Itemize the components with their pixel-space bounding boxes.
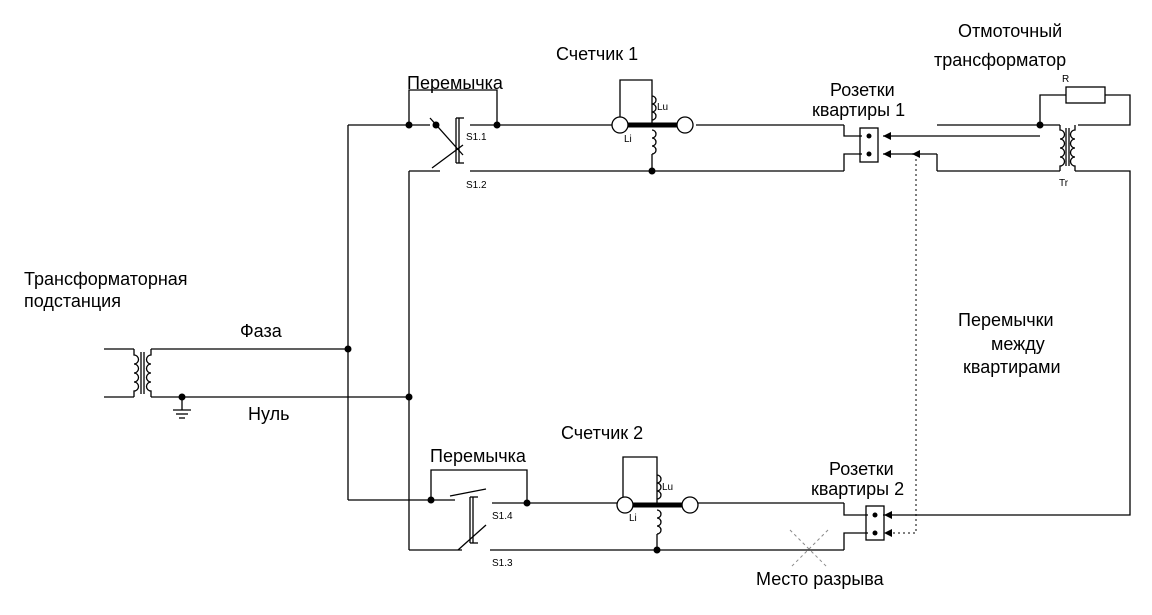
li2-label: Li [629,513,637,524]
r-label: R [1062,74,1069,85]
substation-label-2: подстанция [24,291,121,311]
substation-transformer-symbol [104,348,152,398]
meter-2-label: Счетчик 2 [561,423,643,443]
outlets-apartment-2 [843,503,892,550]
tr-label: Tr [1059,178,1069,189]
meter-2-symbol [616,456,699,554]
neutral-wire [151,171,413,550]
switch-s1-top [348,89,501,172]
inter-apartment-jumper [893,154,917,534]
winding-transformer-symbol [883,86,1131,516]
between-label-1: Перемычки [958,310,1054,330]
between-label-2: между [991,334,1045,354]
meter-1-label: Счетчик 1 [556,44,638,64]
li1-label: Li [624,134,632,145]
between-label-3: квартирами [963,357,1061,377]
outlets-1-label-1: Розетки [830,80,895,100]
meter-1-symbol [611,79,694,175]
outlets-2-label-2: квартиры 2 [811,479,904,499]
s13-label: S1.3 [492,558,513,569]
phase-label: Фаза [240,321,283,341]
break-point-label: Место разрыва [756,569,885,589]
outlets-2-label-1: Розетки [829,459,894,479]
trafo-label-2: трансформатор [934,50,1066,70]
s12-label: S1.2 [466,180,487,191]
neutral-label: Нуль [248,404,289,424]
s11-label: S1.1 [466,132,487,143]
lu1-label: Lu [657,102,668,113]
jumper-bottom-label: Перемычка [430,446,527,466]
jumper-top-label: Перемычка [407,73,504,93]
phase-wire [151,125,352,500]
outlets-1-label-2: квартиры 1 [812,100,905,120]
switch-s1-bottom [348,469,531,551]
trafo-label-1: Отмоточный [958,21,1062,41]
break-point-mark [789,529,829,569]
substation-label-1: Трансформаторная [24,269,188,289]
s14-label: S1.4 [492,511,513,522]
outlets-apartment-1 [843,125,1040,171]
lu2-label: Lu [662,482,673,493]
